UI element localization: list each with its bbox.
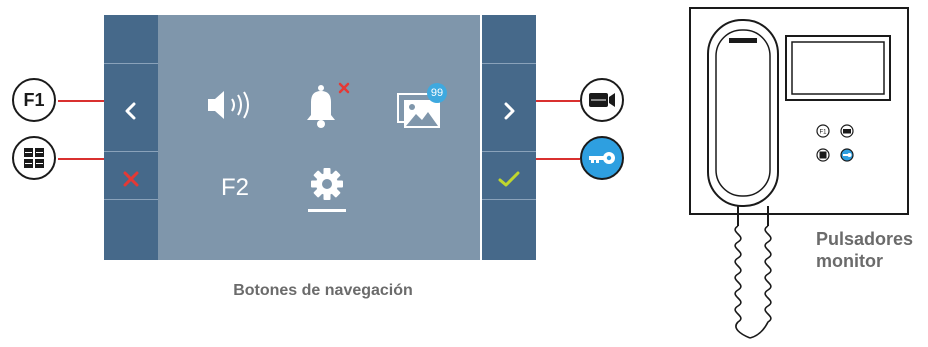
monitor-buttons-caption-line1: Pulsadores [816, 229, 914, 249]
video-camera-icon [589, 93, 615, 107]
chevron-right-icon [504, 102, 515, 120]
volume-menu-item[interactable] [202, 85, 258, 125]
confirm-button[interactable] [482, 155, 536, 203]
close-icon [123, 171, 139, 187]
f1-label: F1 [23, 89, 45, 110]
connector-line [536, 100, 580, 102]
gallery-menu-item[interactable] [396, 90, 446, 132]
cancel-button[interactable] [104, 155, 158, 203]
selected-item-underline [308, 209, 346, 212]
speaker-volume-icon [208, 91, 249, 119]
image-gallery-icon [397, 93, 440, 128]
chevron-left-icon [125, 102, 136, 120]
monitor-buttons-caption-line2: monitor [816, 251, 883, 271]
monitor-screen [104, 15, 480, 260]
navigation-caption: Botones de navegación [233, 282, 413, 299]
connector-line [536, 158, 580, 160]
f1-button[interactable]: F1 [12, 78, 56, 122]
grid-menu-icon [24, 148, 44, 168]
settings-menu-item[interactable] [308, 166, 346, 202]
monitor-buttons-caption: Pulsadores monitor [816, 228, 928, 272]
gallery-count-badge: 99 [427, 83, 447, 103]
menu-button[interactable] [12, 136, 56, 180]
left-button-column [104, 15, 158, 260]
bell-muted-icon [307, 82, 350, 128]
connector-line [58, 158, 104, 160]
f2-menu-item[interactable]: F2 [220, 174, 249, 201]
check-icon [498, 171, 520, 187]
right-button-column [482, 15, 536, 260]
connector-line [58, 100, 104, 102]
do-not-disturb-menu-item[interactable] [300, 82, 356, 130]
nav-left-button[interactable] [104, 87, 158, 135]
svg-text:F1: F1 [819, 130, 827, 136]
mini-f1-button [816, 124, 830, 138]
key-icon [589, 152, 615, 164]
camera-button[interactable] [580, 78, 624, 122]
gear-icon [311, 168, 343, 200]
nav-right-button[interactable] [482, 87, 536, 135]
door-open-button[interactable] [580, 136, 624, 180]
monitor-device-illustration: F1 [689, 7, 909, 339]
